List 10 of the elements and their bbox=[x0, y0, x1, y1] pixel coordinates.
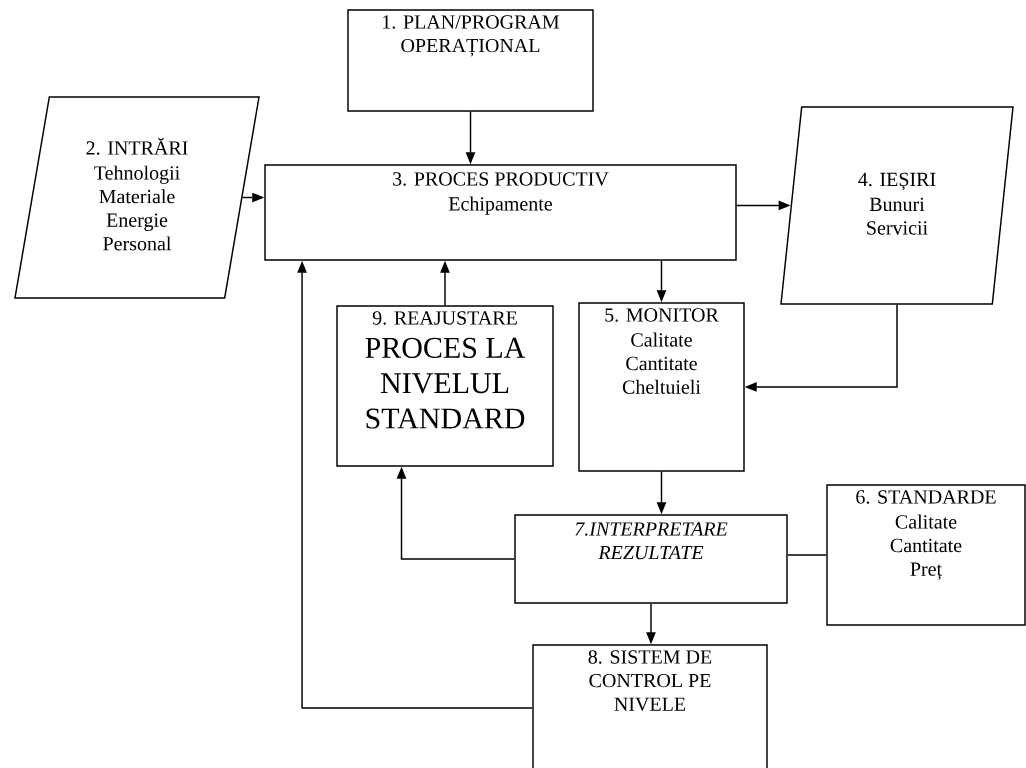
monitor-box: 5. MONITOR Calitate Cantitate Cheltuieli bbox=[578, 302, 745, 472]
connector-line bbox=[787, 554, 827, 556]
output-parallelogram: 4. IEȘIRI Bunuri Servicii bbox=[780, 106, 1014, 305]
control-system-box: 8. SISTEM DE CONTROL PE NIVELE bbox=[532, 644, 768, 768]
standards-box: 6. STANDARDE Calitate Cantitate Preț bbox=[826, 484, 1026, 626]
process-box: 3. PROCES PRODUCTIV Echipamente bbox=[264, 164, 737, 261]
readjustment-box: 9. REAJUSTARE PROCES LA NIVELUL STANDARD bbox=[336, 305, 554, 467]
interpretation-box: 7.INTERPRETARE REZULTATE bbox=[514, 514, 788, 604]
plan-box: 1. PLAN/PROGRAM OPERAȚIONAL bbox=[347, 9, 594, 112]
input-parallelogram: 2. INTRĂRI Tehnologii Materiale Energie Personal bbox=[14, 96, 260, 299]
